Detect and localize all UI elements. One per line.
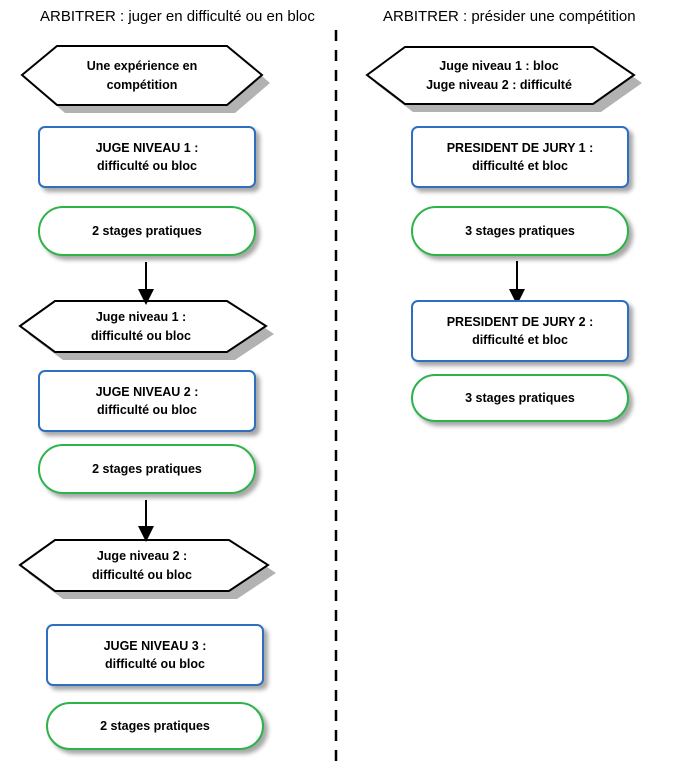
right-hex-1-shape bbox=[365, 46, 642, 112]
left-pill-1: 2 stages pratiques bbox=[38, 206, 256, 256]
juge-niveau-3-title: JUGE NIVEAU 3 : bbox=[103, 638, 207, 653]
left-hex-2-line-1: Juge niveau 1 : bbox=[95, 310, 187, 325]
left-hex-1-line-2: compétition bbox=[106, 77, 178, 92]
left-hex-3-line-2: difficulté ou bloc bbox=[92, 567, 192, 582]
left-pill-2: 2 stages pratiques bbox=[38, 444, 256, 494]
juge-niveau-1-box: JUGE NIVEAU 1 : difficulté ou bloc bbox=[38, 126, 256, 188]
president-jury-1-subtitle: difficulté et bloc bbox=[472, 159, 568, 173]
left-hex-3-label: Juge niveau 2 : difficulté ou bloc bbox=[55, 540, 229, 591]
left-hex-1-line-1: Une expérience en bbox=[86, 59, 198, 74]
right-hex-1-line-1: Juge niveau 1 : bloc bbox=[439, 59, 559, 74]
president-jury-1-title: PRESIDENT DE JURY 1 : bbox=[446, 140, 594, 155]
juge-niveau-2-box: JUGE NIVEAU 2 : difficulté ou bloc bbox=[38, 370, 256, 432]
left-pill-3: 2 stages pratiques bbox=[46, 702, 264, 750]
left-hex-2-line-2: difficulté ou bloc bbox=[91, 328, 191, 343]
juge-niveau-3-subtitle: difficulté ou bloc bbox=[105, 657, 205, 671]
juge-niveau-2-title: JUGE NIVEAU 2 : bbox=[95, 384, 199, 399]
right-pill-2: 3 stages pratiques bbox=[411, 374, 629, 422]
left-hex-1-shape bbox=[20, 45, 270, 113]
president-jury-1-box: PRESIDENT DE JURY 1 : difficulté et bloc bbox=[411, 126, 629, 188]
president-jury-2-subtitle: difficulté et bloc bbox=[472, 333, 568, 347]
left-hex-2-shape bbox=[18, 300, 274, 360]
left-column-heading: ARBITRER : juger en difficulté ou en blo… bbox=[40, 8, 315, 25]
right-pill-1: 3 stages pratiques bbox=[411, 206, 629, 256]
left-hex-3-shape bbox=[18, 539, 276, 599]
president-jury-2-title: PRESIDENT DE JURY 2 : bbox=[446, 314, 594, 329]
left-hex-2-label: Juge niveau 1 : difficulté ou bloc bbox=[55, 301, 227, 352]
juge-niveau-1-subtitle: difficulté ou bloc bbox=[97, 159, 197, 173]
left-hex-3-line-1: Juge niveau 2 : bbox=[96, 549, 188, 564]
president-jury-2-box: PRESIDENT DE JURY 2 : difficulté et bloc bbox=[411, 300, 629, 362]
juge-niveau-3-box: JUGE NIVEAU 3 : difficulté ou bloc bbox=[46, 624, 264, 686]
right-column-heading: ARBITRER : présider une compétition bbox=[383, 8, 636, 25]
juge-niveau-2-subtitle: difficulté ou bloc bbox=[97, 403, 197, 417]
left-hex-1-label: Une expérience en compétition bbox=[57, 46, 227, 105]
right-hex-1-line-2: Juge niveau 2 : difficulté bbox=[426, 77, 572, 92]
right-hex-1-label: Juge niveau 1 : bloc Juge niveau 2 : dif… bbox=[405, 47, 593, 104]
juge-niveau-1-title: JUGE NIVEAU 1 : bbox=[95, 140, 199, 155]
